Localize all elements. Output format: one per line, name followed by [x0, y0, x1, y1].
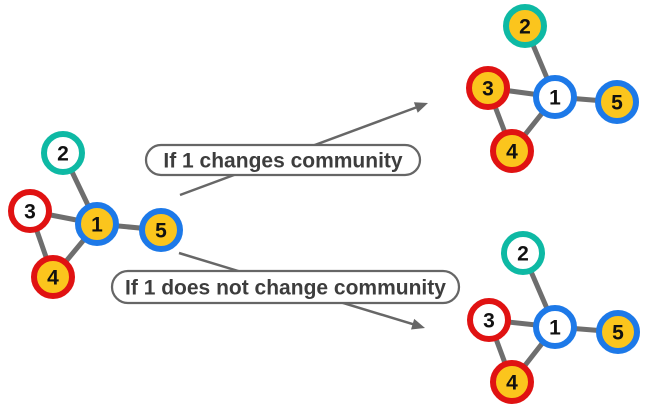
node-1-label: 1 [91, 214, 103, 237]
node-5 [139, 208, 183, 252]
node-5-label: 5 [612, 322, 624, 345]
graph-original: 2 3 1 5 4 [8, 131, 183, 299]
node-3 [467, 298, 511, 342]
node-3 [466, 66, 510, 110]
node-1 [75, 202, 119, 246]
bubble-outline [110, 269, 461, 305]
arrowhead-icon [411, 318, 425, 330]
bubble-outline [144, 143, 422, 177]
node-1 [533, 305, 577, 349]
graph-if-not-changes: 2 3 1 5 4 [467, 231, 640, 404]
node-5 [595, 80, 639, 124]
node-4 [490, 360, 534, 404]
node-2 [501, 231, 545, 275]
graph-if-changes: 2 3 1 5 4 [466, 4, 639, 173]
bubble-if-changes-text: If 1 changes community [163, 150, 403, 173]
node-5 [596, 310, 640, 354]
node-2 [41, 131, 85, 175]
node-1-label: 1 [549, 317, 561, 340]
node-1 [533, 75, 577, 119]
node-3-label: 3 [482, 78, 494, 101]
node-4-label: 4 [506, 372, 518, 395]
node-2-label: 2 [519, 16, 531, 39]
bubble-if-changes: If 1 changes community [144, 143, 422, 177]
node-3-label: 3 [483, 310, 495, 333]
node-1-label: 1 [549, 87, 561, 110]
node-3-label: 3 [24, 201, 36, 224]
node-5-label: 5 [155, 220, 167, 243]
node-4 [31, 255, 75, 299]
node-4 [490, 129, 534, 173]
node-2-label: 2 [517, 243, 529, 266]
bubble-if-not-changes-text: If 1 does not change community [125, 277, 446, 300]
node-5-label: 5 [611, 92, 623, 115]
bubble-if-not-changes: If 1 does not change community [110, 269, 461, 305]
node-2 [503, 4, 547, 48]
node-3 [8, 189, 52, 233]
node-4-label: 4 [506, 141, 518, 164]
arrowhead-icon [413, 102, 428, 113]
node-2-label: 2 [57, 143, 69, 166]
node-4-label: 4 [47, 267, 59, 290]
